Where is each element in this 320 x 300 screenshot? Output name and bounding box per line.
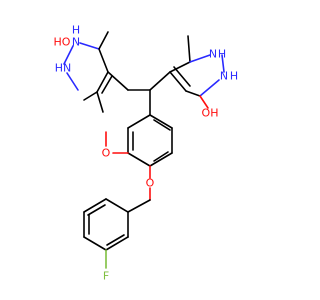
- atom-label-hn: HN: [55, 62, 72, 75]
- atom-label-o-ether: O: [146, 177, 155, 190]
- bond: [149, 71, 171, 91]
- atom-label-n: N: [220, 70, 228, 83]
- bond: [189, 54, 211, 63]
- bond: [98, 31, 109, 50]
- bond: [127, 114, 151, 129]
- bond: [169, 61, 191, 73]
- bond: [96, 71, 109, 93]
- bond: [83, 236, 107, 251]
- atom-label-ho-left: HO: [54, 36, 71, 49]
- bond: [199, 79, 220, 97]
- bond: [79, 42, 100, 50]
- right-pyrazole-ring: [149, 35, 225, 109]
- bond: [105, 236, 129, 251]
- bond: [96, 91, 104, 113]
- bond: [98, 48, 109, 73]
- bond: [187, 35, 191, 63]
- atom-label-n: N: [209, 48, 217, 61]
- atom-label-h: H: [230, 70, 238, 83]
- atom-label-h: H: [218, 48, 226, 61]
- bond: [149, 114, 173, 129]
- atom-label-oh-right: OH: [202, 107, 219, 120]
- methoxyphenyl-ring: [127, 114, 173, 167]
- bond: [106, 234, 125, 246]
- bond: [105, 198, 129, 213]
- bond: [153, 119, 171, 131]
- atom-label-n: N: [72, 36, 80, 49]
- fluorophenyl-ring: [83, 198, 129, 251]
- bond: [173, 66, 191, 87]
- bond: [107, 71, 129, 91]
- bond: [83, 198, 107, 213]
- bond: [149, 152, 173, 167]
- atom-label-f: F: [103, 270, 109, 283]
- bond: [83, 91, 98, 101]
- bond: [63, 45, 74, 65]
- bond: [87, 204, 106, 216]
- bond: [127, 152, 151, 167]
- atom-label-h: H: [72, 24, 80, 37]
- molecule-canvas: HO N H HN N H N H OH O O F: [54, 24, 239, 283]
- bond: [101, 75, 113, 94]
- bond: [66, 72, 79, 91]
- bond: [185, 90, 201, 97]
- molecule-structure: HO N H HN N H N H OH O O F: [54, 24, 239, 283]
- left-pyrazole-ring: [63, 31, 129, 113]
- bond: [169, 71, 187, 92]
- bond: [199, 95, 209, 109]
- bond: [221, 54, 225, 73]
- atom-label-o-methoxy: O: [102, 147, 111, 160]
- bond: [153, 151, 169, 162]
- bond: [127, 199, 151, 213]
